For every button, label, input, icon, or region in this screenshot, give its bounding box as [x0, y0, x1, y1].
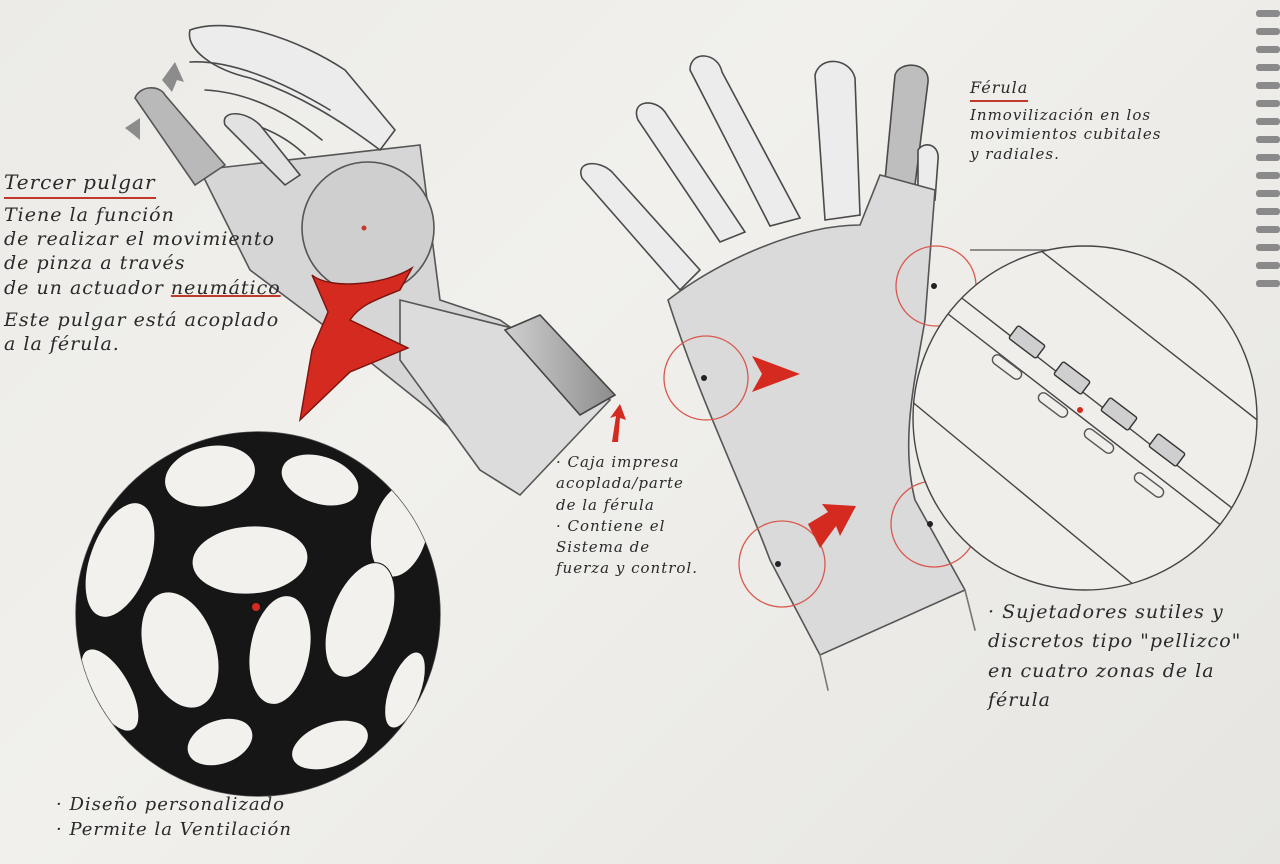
neumatico-emphasis: neumático — [171, 277, 281, 299]
sujetadores-line: · Sujetadores sutiles y — [988, 598, 1241, 627]
diseno-line: · Diseño personalizado — [56, 792, 292, 817]
red-dot-icon — [362, 226, 367, 231]
ferula-note: Férula Inmovilización en los movimientos… — [970, 78, 1161, 164]
tercer-pulgar-note: Tercer pulgar Tiene la función de realiz… — [4, 170, 281, 356]
sujetadores-line: en cuatro zonas de la — [988, 657, 1241, 686]
sujetadores-line: férula — [988, 686, 1241, 715]
sujetadores-note: · Sujetadores sutiles y discretos tipo "… — [988, 598, 1241, 716]
ventilation-pattern-detail — [60, 430, 460, 800]
caja-line: fuerza y control. — [556, 558, 698, 579]
tercer-pulgar-line: de un actuador neumático — [4, 276, 281, 300]
clip-detail-zoom — [910, 246, 1270, 590]
caja-line: Sistema de — [556, 537, 698, 558]
red-dot-icon — [252, 603, 260, 611]
tercer-pulgar-line: de realizar el movimiento — [4, 227, 281, 251]
caja-line: de la férula — [556, 495, 698, 516]
ferula-title: Férula — [970, 78, 1028, 102]
caja-line: · Contiene el — [556, 516, 698, 537]
tercer-pulgar-line: de pinza a través — [4, 251, 281, 275]
ferula-line: movimientos cubitales — [970, 125, 1161, 145]
ferula-line: Inmovilización en los — [970, 106, 1161, 126]
diseno-note: · Diseño personalizado · Permite la Vent… — [56, 792, 292, 842]
tercer-pulgar-title: Tercer pulgar — [4, 170, 156, 199]
caja-line: acoplada/parte — [556, 473, 698, 494]
sujetadores-line: discretos tipo "pellizco" — [988, 627, 1241, 656]
tercer-pulgar-line: a la férula. — [4, 332, 281, 356]
tercer-pulgar-line: Tiene la función — [4, 203, 281, 227]
caja-line: · Caja impresa — [556, 452, 698, 473]
ferula-line: y radiales. — [970, 145, 1161, 165]
tercer-pulgar-line: Este pulgar está acoplado — [4, 308, 281, 332]
red-arrow-icon — [610, 404, 626, 442]
caja-note: · Caja impresa acoplada/parte de la féru… — [556, 452, 698, 580]
spiral-binding-icon — [1256, 10, 1280, 287]
diseno-line: · Permite la Ventilación — [56, 817, 292, 842]
